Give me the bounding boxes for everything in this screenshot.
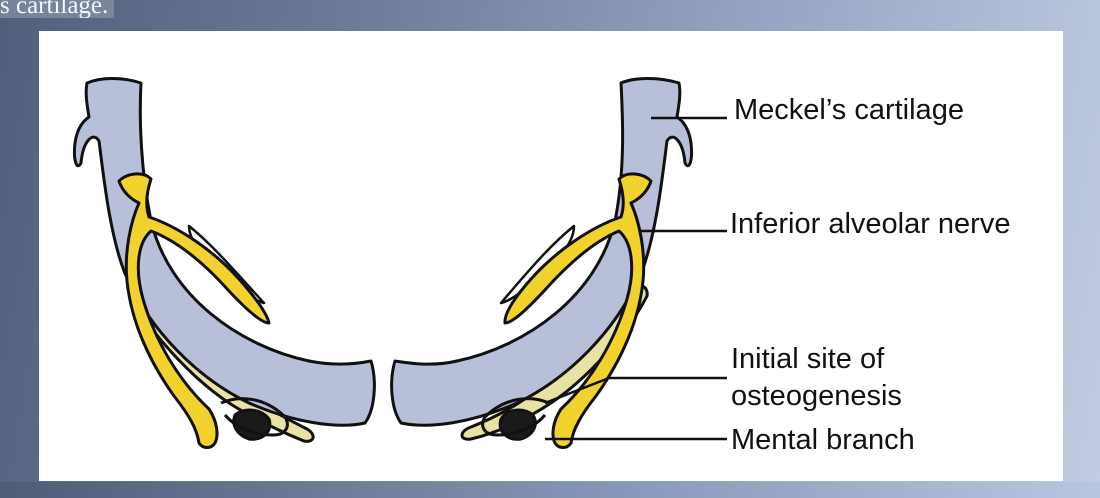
right-half bbox=[390, 77, 693, 449]
label-inferior-alveolar-nerve: Inferior alveolar nerve bbox=[730, 208, 1010, 240]
left-inferior-alveolar-nerve bbox=[117, 172, 271, 449]
right-inferior-alveolar-nerve bbox=[503, 172, 653, 449]
slide-caption: s cartilage. bbox=[0, 0, 115, 18]
leader-initial-site bbox=[544, 376, 610, 405]
label-initial-site-line1: Initial site of bbox=[731, 343, 885, 375]
leader-lines bbox=[544, 116, 727, 441]
left-mental-branch bbox=[220, 397, 289, 437]
diagram-figure: Meckel’s cartilage Inferior alveolar ner… bbox=[39, 31, 1063, 481]
slide-bottom-band bbox=[0, 482, 1100, 498]
mandible-development-diagram: Meckel’s cartilage Inferior alveolar ner… bbox=[73, 77, 1010, 456]
label-mental-branch: Mental branch bbox=[731, 424, 915, 456]
caption-text: s cartilage. bbox=[0, 0, 109, 18]
label-initial-site-line2: osteogenesis bbox=[731, 380, 902, 412]
left-meckels-cartilage bbox=[73, 77, 376, 427]
left-half bbox=[73, 77, 376, 449]
label-meckels-cartilage: Meckel’s cartilage bbox=[734, 94, 964, 126]
right-meckels-cartilage bbox=[390, 77, 693, 427]
right-mental-branch bbox=[481, 397, 550, 437]
